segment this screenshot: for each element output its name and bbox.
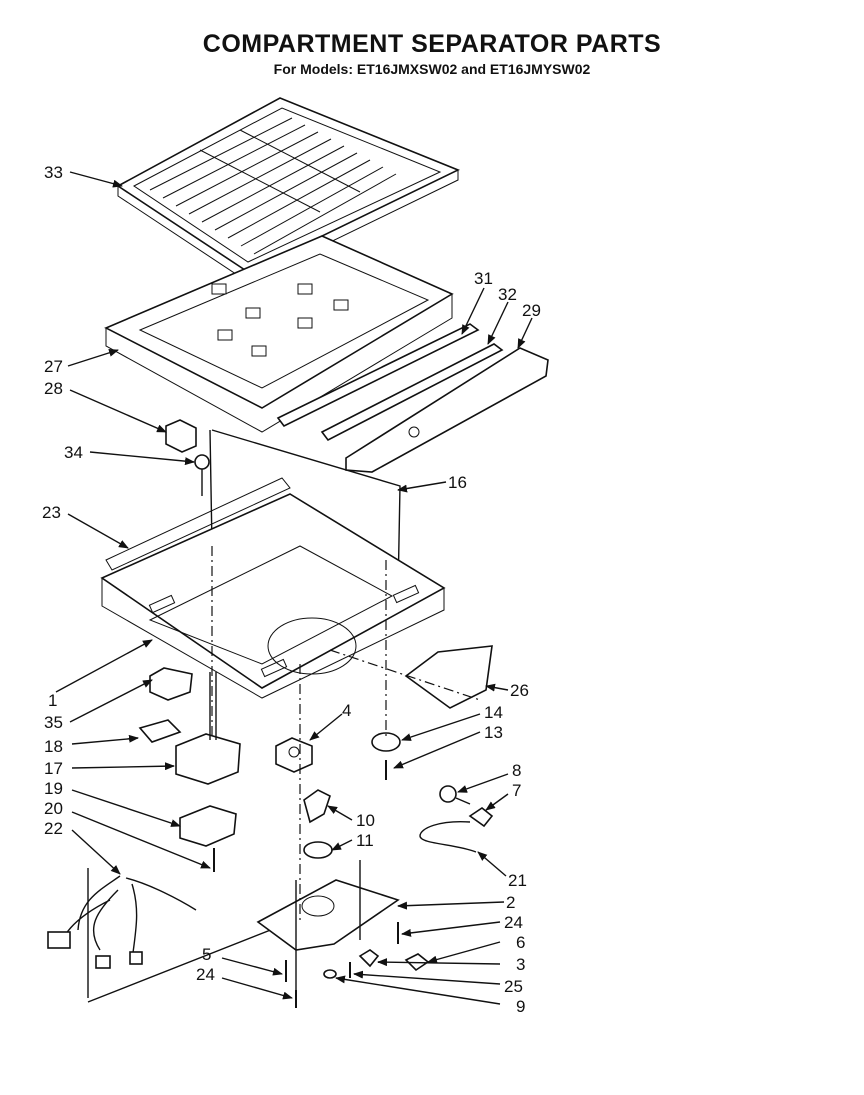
part-23-base-pan: [100, 477, 446, 699]
part-10-light-switch: [303, 789, 331, 824]
callout-4: 4: [342, 701, 351, 720]
callout-28: 28: [44, 379, 63, 398]
callout-24-lower: 24: [196, 965, 215, 984]
leader-lines: [55, 171, 533, 1005]
callout-labels: 33 31 32 29 27 28 34 16 23 1 26 35 4 14 …: [42, 163, 541, 1016]
callout-25: 25: [504, 977, 523, 996]
callout-27: 27: [44, 357, 63, 376]
callout-3: 3: [516, 955, 525, 974]
part-7-socket: [468, 807, 494, 828]
callout-10: 10: [356, 811, 375, 830]
callout-33: 33: [44, 163, 63, 182]
part-19-thermostat: [179, 805, 237, 847]
callout-31: 31: [474, 269, 493, 288]
callout-7: 7: [512, 781, 521, 800]
part-34-screw: [194, 454, 210, 496]
part-8-light-bulb: [439, 785, 471, 805]
callout-2: 2: [506, 893, 515, 912]
part-17-control-housing: [175, 672, 241, 785]
part-31-rail: [276, 323, 480, 428]
part-32-rail: [320, 343, 504, 442]
callout-5: 5: [202, 945, 211, 964]
callout-35: 35: [44, 713, 63, 732]
part-27-separator-frame: [104, 235, 454, 433]
callout-17: 17: [44, 759, 63, 778]
part-14-cap: [371, 732, 401, 752]
part-9-washer: [323, 969, 337, 979]
callout-21: 21: [508, 871, 527, 890]
page-subtitle: For Models: ET16JMXSW02 and ET16JMYSW02: [273, 61, 591, 77]
part-22-wire-harness: [47, 868, 297, 1003]
part-33-grille-cover: [116, 97, 460, 283]
part-2-light-housing: [256, 860, 400, 1000]
page-title: COMPARTMENT SEPARATOR PARTS: [202, 30, 662, 58]
part-26-insulation: [404, 645, 493, 709]
callout-29: 29: [522, 301, 541, 320]
alignment-lines: [211, 546, 481, 920]
part-28-clip: [165, 419, 197, 453]
part-11-knob: [303, 841, 333, 859]
callout-19: 19: [44, 779, 63, 798]
callout-20: 20: [44, 799, 63, 818]
part-18-grommet: [138, 719, 182, 743]
callout-8: 8: [512, 761, 521, 780]
callout-23: 23: [42, 503, 61, 522]
callout-11: 11: [356, 831, 374, 850]
callout-32: 32: [498, 285, 517, 304]
part-35-bracket: [149, 667, 193, 701]
callout-18: 18: [44, 737, 63, 756]
callout-6: 6: [516, 933, 525, 952]
callout-14: 14: [484, 703, 503, 722]
callout-26: 26: [510, 681, 529, 700]
callout-13: 13: [484, 723, 503, 742]
callout-24-upper: 24: [504, 913, 523, 932]
callout-16: 16: [448, 473, 467, 492]
part-4-damper: [275, 737, 313, 773]
part-3-switch: [358, 949, 380, 968]
callout-34: 34: [64, 443, 83, 462]
part-21-wire: [419, 820, 477, 853]
callout-1: 1: [48, 691, 57, 710]
callout-22: 22: [44, 819, 63, 838]
callout-9: 9: [516, 997, 525, 1016]
